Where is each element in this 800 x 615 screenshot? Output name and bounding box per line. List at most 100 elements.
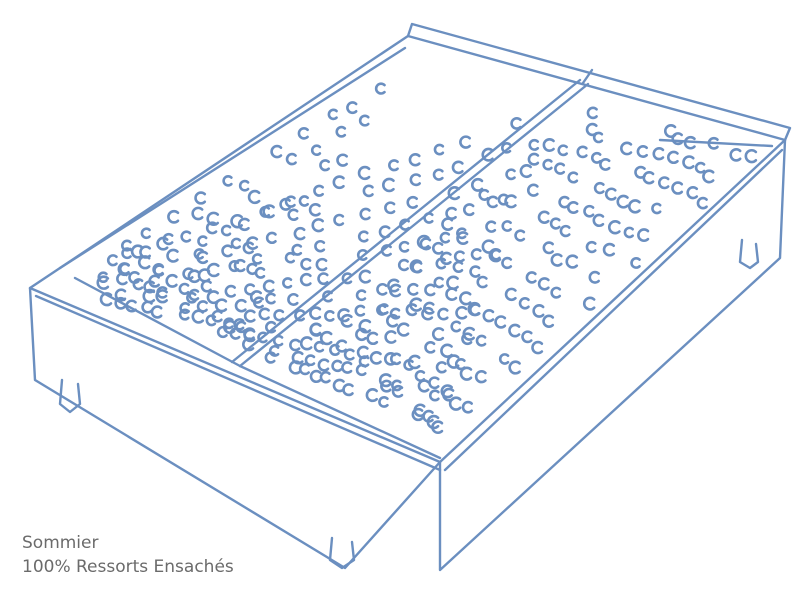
spring-mark bbox=[333, 213, 345, 227]
spring-mark bbox=[498, 353, 510, 365]
spring-mark bbox=[317, 358, 330, 372]
spring-mark bbox=[313, 340, 325, 353]
spring-mark bbox=[658, 176, 670, 190]
spring-mark bbox=[272, 334, 284, 347]
spring-mark bbox=[356, 248, 368, 261]
spring-mark bbox=[604, 187, 617, 201]
spring-mark bbox=[378, 225, 391, 239]
spring-mark bbox=[456, 231, 469, 245]
spring-mark bbox=[374, 82, 386, 95]
spring-mark bbox=[298, 362, 310, 376]
spring-mark bbox=[462, 326, 475, 341]
spring-mark bbox=[206, 290, 219, 305]
spring-mark bbox=[630, 256, 641, 269]
spring-mark bbox=[417, 379, 430, 393]
spring-mark bbox=[376, 282, 388, 296]
product-caption: Sommier 100% Ressorts Ensachés bbox=[22, 531, 234, 579]
spring-mark bbox=[542, 138, 555, 152]
spring-mark bbox=[178, 308, 190, 321]
spring-mark bbox=[482, 309, 495, 323]
spring-mark bbox=[242, 241, 254, 255]
spring-mark bbox=[384, 201, 396, 215]
spring-mark bbox=[419, 237, 432, 251]
spring-mark bbox=[140, 227, 151, 240]
spring-mark bbox=[440, 343, 453, 358]
spring-mark bbox=[125, 299, 137, 313]
spring-mark bbox=[403, 359, 414, 371]
spring-mark bbox=[518, 297, 530, 310]
spring-mark bbox=[233, 318, 245, 331]
spring-mark bbox=[342, 383, 354, 397]
spring-mark bbox=[397, 258, 409, 272]
spring-mark bbox=[478, 188, 490, 201]
spring-mark bbox=[683, 135, 696, 150]
spring-mark bbox=[96, 275, 110, 290]
spring-mark bbox=[188, 288, 200, 302]
spring-mark bbox=[382, 177, 395, 193]
spring-mark bbox=[519, 164, 532, 179]
spring-mark bbox=[682, 155, 695, 170]
spring-mark bbox=[671, 181, 684, 195]
spring-mark bbox=[671, 132, 683, 146]
spring-mark bbox=[607, 220, 621, 235]
spring-mark bbox=[341, 272, 353, 285]
spring-mark bbox=[234, 298, 247, 313]
spring-mark bbox=[582, 296, 596, 311]
spring-mark bbox=[221, 244, 233, 258]
spring-mark bbox=[262, 204, 275, 219]
spring-mark bbox=[652, 147, 665, 161]
spring-mark bbox=[257, 331, 268, 344]
spring-mark bbox=[461, 332, 473, 346]
spring-mark bbox=[486, 195, 498, 209]
caption-line-1: Sommier bbox=[22, 533, 99, 553]
spring-mark bbox=[634, 165, 646, 179]
spring-mark bbox=[141, 300, 153, 314]
bed-frame-outline bbox=[28, 22, 792, 572]
spring-mark bbox=[282, 277, 293, 289]
spring-mark bbox=[251, 253, 263, 265]
spring-mark bbox=[155, 289, 168, 304]
spring-mark bbox=[602, 242, 615, 257]
spring-mark bbox=[542, 158, 553, 171]
spring-mark bbox=[205, 314, 217, 327]
spring-mark bbox=[452, 260, 464, 273]
spring-mark bbox=[398, 240, 410, 253]
spring-mark bbox=[424, 341, 436, 354]
spring-mark bbox=[265, 320, 277, 334]
spring-mark bbox=[193, 248, 204, 260]
spring-mark bbox=[459, 366, 473, 381]
spring-mark bbox=[284, 195, 296, 208]
spring-mark bbox=[550, 286, 562, 299]
spring-mark bbox=[591, 151, 602, 164]
spring-mark bbox=[224, 284, 236, 298]
spring-mark bbox=[387, 278, 400, 293]
spring-mark bbox=[505, 168, 516, 181]
spring-mark bbox=[616, 194, 629, 209]
spring-mark bbox=[576, 145, 588, 159]
spring-mark bbox=[313, 184, 324, 197]
spring-mark bbox=[504, 287, 517, 302]
spring-mark bbox=[432, 168, 444, 181]
spring-mark bbox=[450, 320, 461, 333]
spring-mark bbox=[114, 296, 126, 310]
spring-mark bbox=[554, 162, 566, 175]
spring-mark bbox=[380, 244, 392, 257]
spring-mark bbox=[309, 369, 322, 384]
spring-mark bbox=[586, 106, 598, 120]
spring-mark bbox=[166, 248, 179, 263]
spring-mark bbox=[262, 279, 275, 293]
spring-mark bbox=[237, 217, 250, 232]
spring-mark bbox=[490, 248, 501, 261]
spring-mark bbox=[273, 309, 285, 322]
spring-mark bbox=[423, 301, 435, 315]
spring-mark bbox=[620, 141, 633, 156]
spring-mark bbox=[532, 304, 545, 318]
spring-mark bbox=[243, 327, 255, 341]
spring-mark bbox=[476, 275, 488, 289]
spring-mark bbox=[470, 248, 482, 261]
spring-mark bbox=[565, 254, 579, 269]
spring-mark bbox=[432, 241, 444, 255]
spring-mark bbox=[369, 351, 382, 365]
spring-mark bbox=[293, 226, 306, 241]
spring-mark bbox=[191, 206, 204, 221]
